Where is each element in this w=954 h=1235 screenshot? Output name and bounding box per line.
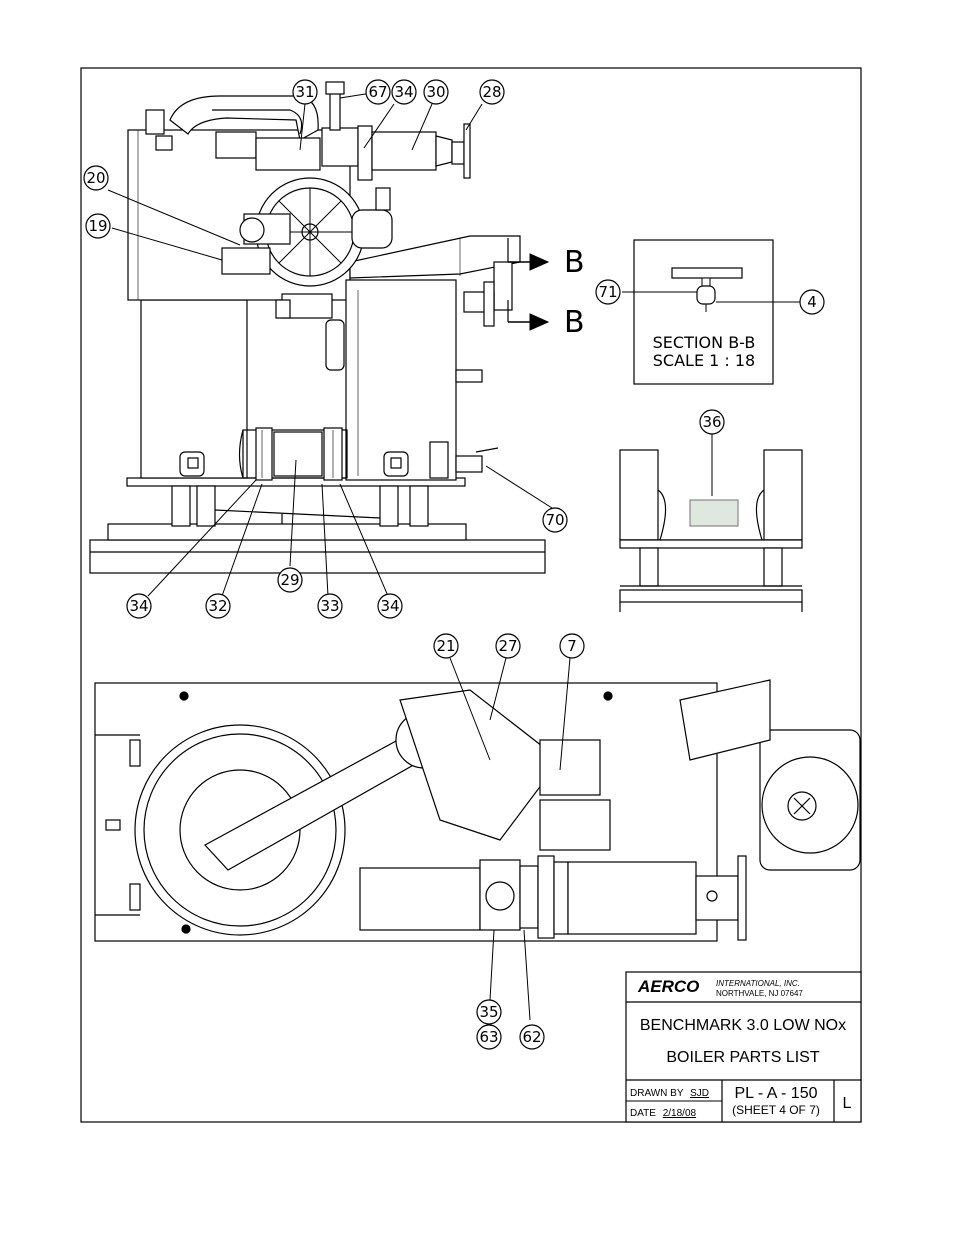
balloon-32-label: 32 (208, 597, 227, 615)
front-elevation-view (90, 82, 545, 573)
balloon-67: 67 (366, 80, 390, 104)
balloon-35-label: 35 (479, 1003, 498, 1021)
balloon-21: 21 (434, 634, 458, 658)
date-label: DATE (630, 1108, 656, 1119)
balloon-4-label: 4 (807, 293, 817, 311)
balloon-7: 7 (560, 634, 584, 658)
balloon-33: 33 (318, 594, 342, 618)
balloon-19-label: 19 (88, 217, 107, 235)
date-value: 2/18/08 (663, 1108, 697, 1119)
section-bb-detail: SECTION B-B SCALE 1 : 18 (634, 240, 773, 384)
balloon-28: 28 (480, 80, 504, 104)
balloon-71-label: 71 (598, 283, 617, 301)
section-scale: SCALE 1 : 18 (653, 351, 755, 370)
balloon-63: 63 (477, 1025, 501, 1049)
date-row: DATE 2/18/08 (630, 1108, 697, 1119)
balloon-29: 29 (278, 568, 302, 592)
balloon-34-bottom-left-label: 34 (129, 597, 148, 615)
section-letter-lower: B (564, 305, 585, 340)
balloon-70: 70 (543, 508, 567, 532)
balloon-31: 31 (293, 80, 317, 104)
balloon-34-bottom-right: 34 (378, 594, 402, 618)
balloon-62: 62 (520, 1025, 544, 1049)
balloon-21-label: 21 (436, 637, 455, 655)
balloon-29-label: 29 (280, 571, 299, 589)
balloon-34-bottom-right-label: 34 (380, 597, 399, 615)
balloon-35: 35 (477, 1000, 501, 1024)
sheet-number: (SHEET 4 OF 7) (732, 1103, 820, 1117)
balloon-33-label: 33 (320, 597, 339, 615)
balloon-27: 27 (496, 634, 520, 658)
part-number: PL - A - 150 (734, 1085, 817, 1102)
balloon-62-label: 62 (522, 1028, 541, 1046)
balloon-34-top-label: 34 (394, 83, 413, 101)
balloon-32: 32 (206, 594, 230, 618)
revision-letter: L (843, 1095, 852, 1112)
balloon-4: 4 (800, 290, 824, 314)
company-address: NORTHVALE, NJ 07647 (716, 989, 803, 998)
balloon-36: 36 (700, 410, 724, 434)
company-logo: AERCO (637, 977, 699, 996)
balloon-34-bottom-left: 34 (127, 594, 151, 618)
balloon-70-label: 70 (545, 511, 564, 529)
drawing-subtitle: BOILER PARTS LIST (666, 1049, 819, 1066)
balloon-20-label: 20 (86, 169, 105, 187)
balloon-30: 30 (424, 80, 448, 104)
company-name: INTERNATIONAL, INC. (716, 979, 800, 988)
balloon-34-top: 34 (392, 80, 416, 104)
balloon-63-label: 63 (479, 1028, 498, 1046)
balloon-71: 71 (596, 280, 620, 304)
section-letter-upper: B (564, 245, 585, 280)
drawn-by-label: DRAWN BY (630, 1088, 684, 1099)
balloon-31-label: 31 (295, 83, 314, 101)
balloon-67-label: 67 (368, 83, 387, 101)
balloon-7-label: 7 (567, 637, 577, 655)
drawn-by-value: SJD (690, 1088, 709, 1099)
side-detail-view (620, 450, 802, 612)
balloon-19: 19 (86, 214, 110, 238)
balloon-30-label: 30 (426, 83, 445, 101)
title-block: AERCO INTERNATIONAL, INC. NORTHVALE, NJ … (626, 972, 861, 1122)
section-label: SECTION B-B (653, 333, 756, 352)
balloon-27-label: 27 (498, 637, 517, 655)
drawing-title: BENCHMARK 3.0 LOW NOx (640, 1017, 846, 1034)
plan-view (95, 680, 860, 941)
balloon-28-label: 28 (482, 83, 501, 101)
balloon-20: 20 (84, 166, 108, 190)
balloon-36-label: 36 (702, 413, 721, 431)
drawn-by-row: DRAWN BY SJD (630, 1088, 709, 1099)
